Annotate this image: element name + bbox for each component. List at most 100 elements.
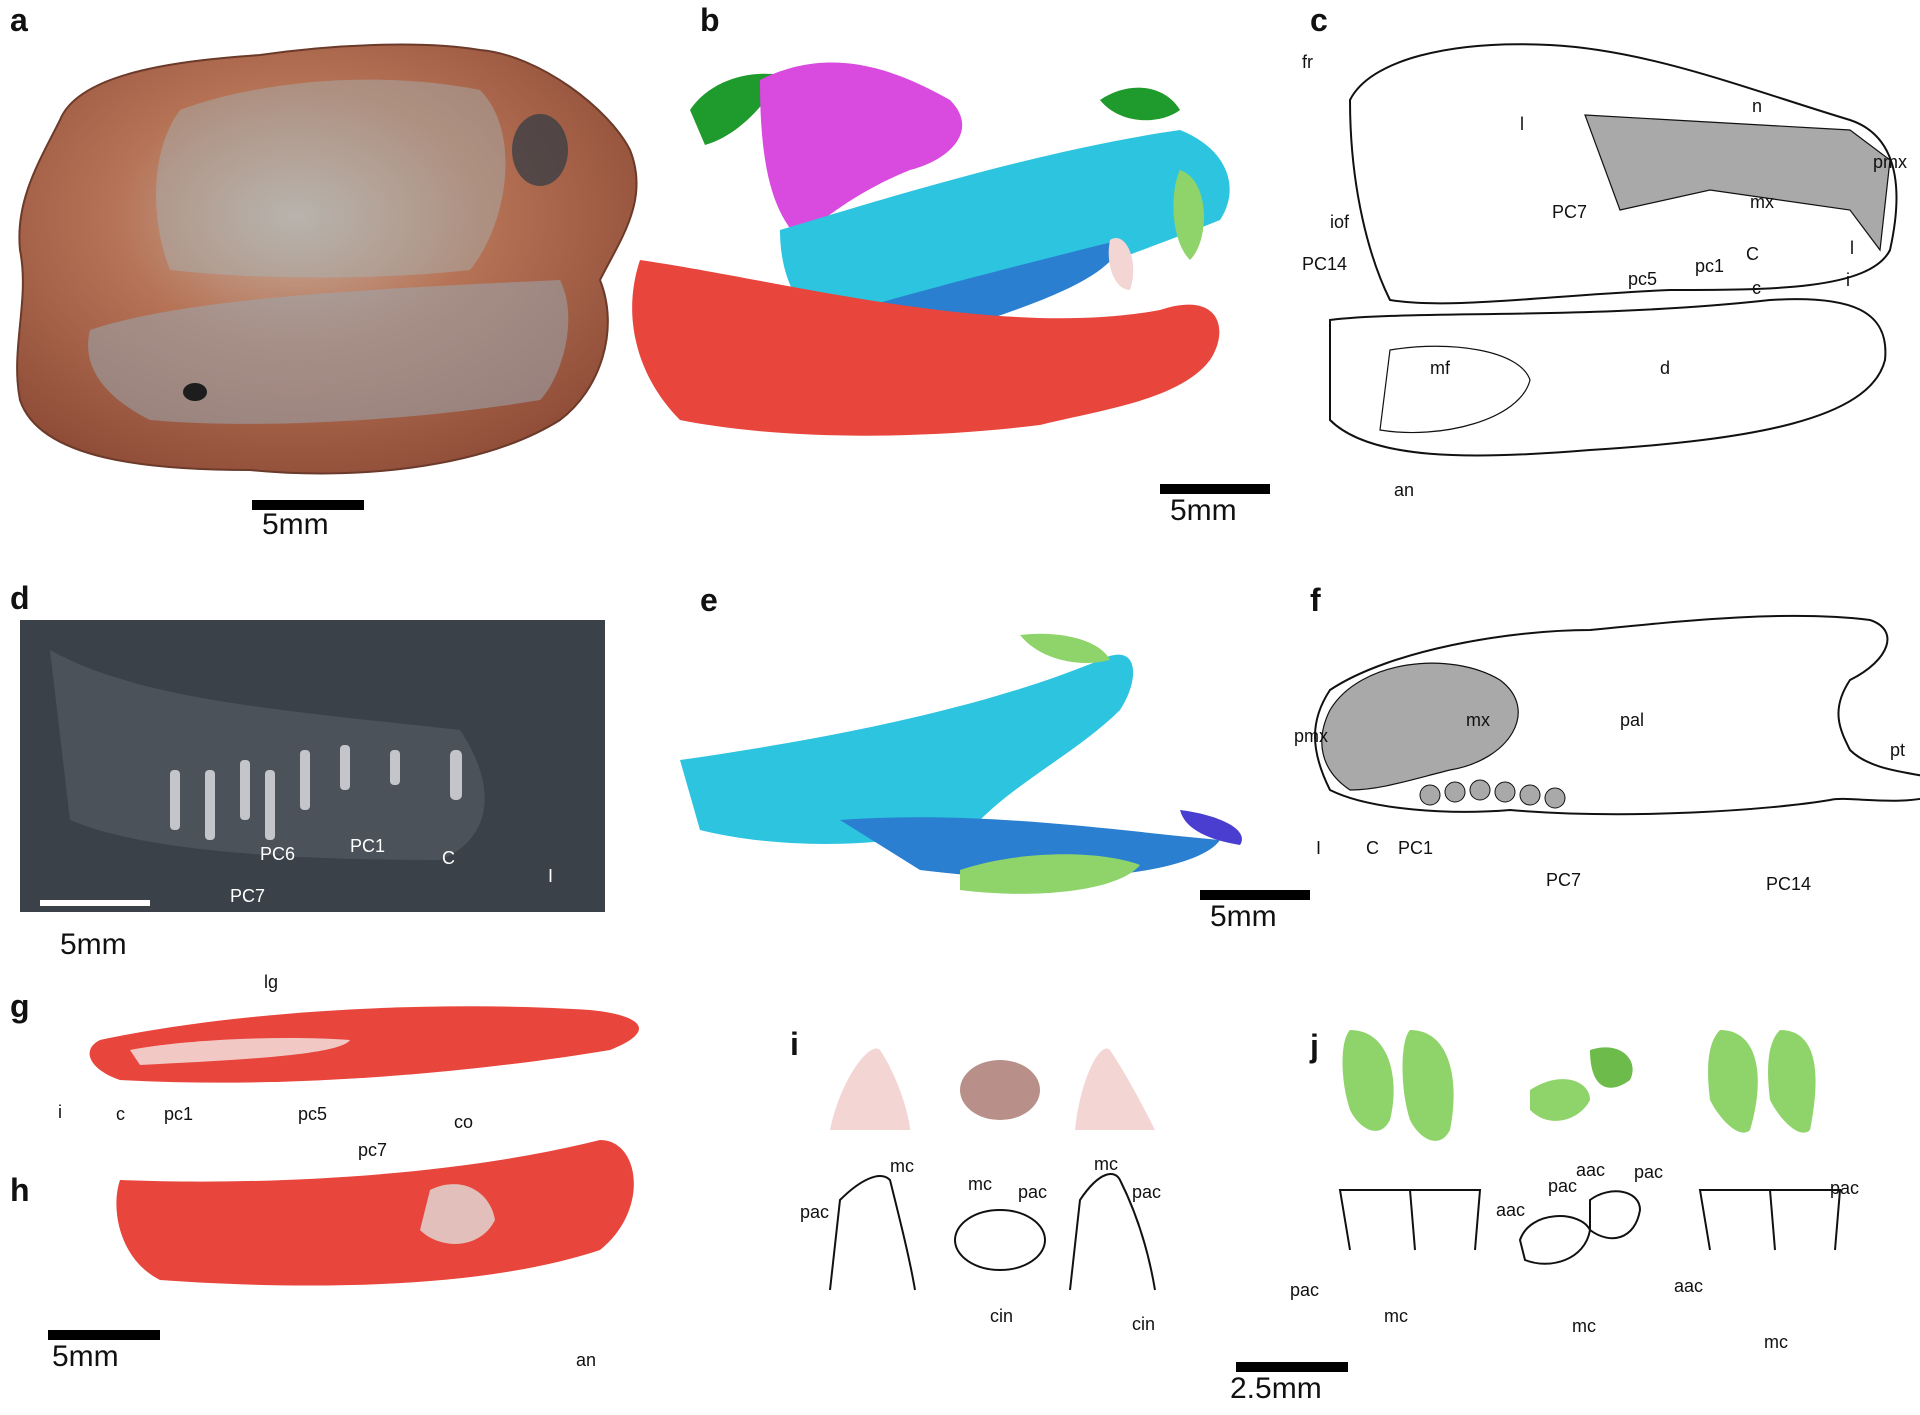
c-label-pmx: pmx (1873, 152, 1907, 172)
f-label-pt: pt (1890, 740, 1905, 760)
e-cyan-body (680, 654, 1134, 844)
c-label-fr: fr (1302, 52, 1313, 72)
j-label-mc-2: mc (1572, 1316, 1596, 1336)
c-label-d: d (1660, 358, 1670, 378)
panel-letter-i: i (790, 1026, 799, 1062)
gh-label-i: i (58, 1102, 62, 1122)
panel-i-tooth-views: mc pac mc pac cin mc pac cin (800, 1048, 1161, 1334)
i-label-mc-3: mc (1094, 1154, 1118, 1174)
gh-label-c: c (116, 1104, 125, 1124)
c-label-n: n (1752, 96, 1762, 116)
f-label-I: I (1316, 838, 1321, 858)
f-label-mx: mx (1466, 710, 1490, 730)
c-label-mf: mf (1430, 358, 1451, 378)
scale-bar-d (40, 900, 150, 906)
g-teeth-pink (130, 1038, 350, 1065)
f-alveoli (1419, 779, 1566, 809)
scale-label-b: 5mm (1170, 494, 1237, 527)
c-label-iof: iof (1330, 212, 1350, 232)
panel-f-palate-drawing: pmx mx pal pt I C PC1 PC7 PC14 (1294, 614, 1920, 894)
scale-label-d: 5mm (60, 928, 127, 961)
g-jaw-red (89, 1006, 639, 1083)
j-tooth-1a (1342, 1030, 1394, 1131)
j-label-pac-1: pac (1290, 1280, 1319, 1300)
i-label-cin-3: cin (1132, 1314, 1155, 1334)
scale-bar-a (252, 500, 364, 510)
c-label-an: an (1394, 480, 1414, 500)
j-label-pac-2: pac (1548, 1176, 1577, 1196)
scale-bar-b (1160, 484, 1270, 494)
b-green-left (690, 73, 780, 145)
scale-label-j: 2.5mm (1230, 1372, 1322, 1405)
j-tooth-3a (1708, 1030, 1758, 1133)
d-label-C: C (442, 848, 455, 868)
d-ct-drawing: PC6 PC7 PC1 C I (40, 650, 553, 906)
d-label-PC7: PC7 (230, 886, 265, 906)
j-draw-3 (1698, 1189, 1842, 1251)
i-label-mc-2: mc (968, 1174, 992, 1194)
f-label-pmx: pmx (1294, 726, 1328, 746)
e-purple-tip (1180, 810, 1242, 845)
b-dentary-red (632, 260, 1220, 436)
j-draw-2 (1518, 1190, 1642, 1265)
f-label-PC14: PC14 (1766, 874, 1811, 894)
rock-jaw-outline (88, 280, 569, 424)
f-label-PC1: PC1 (1398, 838, 1433, 858)
d-label-PC1: PC1 (350, 836, 385, 856)
b-pink-tooth (1108, 238, 1134, 290)
j-label-pac-3: pac (1634, 1162, 1663, 1182)
gh-label-lg: lg (264, 972, 278, 992)
c-label-pc5: pc5 (1628, 269, 1657, 289)
panel-c-skull-drawing: fr l n pmx mx iof PC7 C l PC14 pc5 pc1 c… (1302, 43, 1907, 500)
panel-letter-f: f (1310, 582, 1321, 618)
b-green-tooth (1173, 170, 1204, 260)
gh-label-pc5: pc5 (298, 1104, 327, 1124)
j-tooth-3b (1768, 1030, 1816, 1133)
f-gray-premaxilla (1321, 662, 1519, 791)
c-label-pc1: pc1 (1695, 256, 1724, 276)
scale-bar-e (1200, 890, 1310, 900)
c-label-PC14: PC14 (1302, 254, 1347, 274)
panel-letter-g: g (10, 988, 30, 1024)
d-teeth (170, 745, 462, 840)
i-label-pac-2: pac (1018, 1182, 1047, 1202)
gh-label-pc1: pc1 (164, 1104, 193, 1124)
scale-label-a: 5mm (262, 508, 329, 541)
j-tooth-2b (1590, 1047, 1633, 1088)
b-green-right (1100, 87, 1180, 121)
f-label-PC7: PC7 (1546, 870, 1581, 890)
panel-letter-a: a (10, 2, 28, 38)
i-label-mc-1: mc (890, 1156, 914, 1176)
j-label-mc-1: mc (1384, 1306, 1408, 1326)
d-skull-ghost (50, 650, 485, 860)
j-label-mc-3: mc (1764, 1332, 1788, 1352)
gh-label-an: an (576, 1350, 596, 1370)
c-label-l-right: l (1850, 238, 1854, 258)
c-label-PC7: PC7 (1552, 202, 1587, 222)
i-tooth-1 (830, 1048, 910, 1130)
rock-dark-spot (512, 114, 568, 186)
c-label-l: l (1520, 114, 1524, 134)
i-draw-2 (954, 1209, 1046, 1271)
panel-letter-e: e (700, 582, 718, 618)
c-masseteric-fossa (1379, 345, 1531, 434)
b-magenta (760, 62, 963, 240)
d-label-PC6: PC6 (260, 844, 295, 864)
j-label-aac-3: aac (1674, 1276, 1703, 1296)
d-label-I: I (548, 866, 553, 886)
j-label-pac-4: pac (1830, 1178, 1859, 1198)
h-coronoid-pink (420, 1184, 495, 1244)
panel-b-3d-skull (632, 62, 1230, 436)
panel-gh-jaws: lg i c pc1 pc5 pc7 co an (58, 972, 639, 1370)
panel-d-ct-image: PC6 PC7 PC1 C I (20, 620, 605, 912)
c-labels: fr l n pmx mx iof PC7 C l PC14 pc5 pc1 c… (1302, 52, 1907, 500)
panel-e-3d-palate (680, 633, 1242, 894)
c-label-C: C (1746, 244, 1759, 264)
h-jaw-red (116, 1140, 634, 1286)
c-label-i: i (1846, 270, 1850, 290)
j-draw-1 (1338, 1189, 1482, 1251)
c-label-c: c (1752, 278, 1761, 298)
c-mandible (1329, 298, 1887, 457)
f-label-pal: pal (1620, 710, 1644, 730)
e-green-lower (960, 854, 1140, 894)
